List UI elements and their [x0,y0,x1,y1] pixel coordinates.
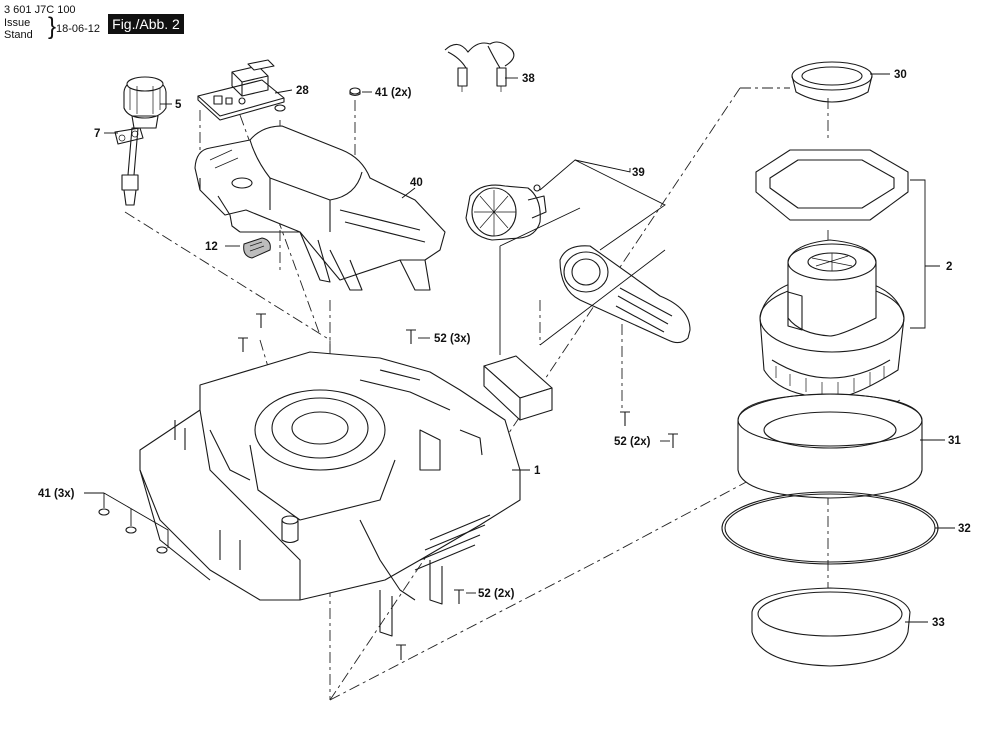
stand-label: Stand [4,29,33,41]
part-5-knob [123,76,167,129]
figure-label: Fig./Abb. 2 [108,14,184,34]
part-39-filter-block [483,355,553,421]
label-part-41-top: 41 (2x) [375,87,412,99]
part-30-ring [791,61,873,103]
part-33-bottom-ring [751,587,911,667]
part-41-nut-top [349,87,361,97]
part-2-motor-assembly [755,149,909,399]
label-part-30: 30 [894,69,907,81]
leader-lines [84,73,955,623]
part-39-duct [559,245,691,344]
part-12-grommet [243,237,271,259]
part-39-fan-cover [465,184,547,241]
label-part-32: 32 [958,523,971,535]
issue-label: Issue [4,17,31,29]
part-52-screws [238,313,678,660]
label-part-52-right: 52 (2x) [614,436,651,448]
part-labels: 5 7 28 41 (2x) 38 30 39 40 12 2 52 (3x) … [38,69,971,629]
label-part-41-left: 41 (3x) [38,488,75,500]
label-part-7: 7 [94,128,100,140]
part-32-gasket [721,491,939,565]
label-part-40: 40 [410,177,423,189]
label-part-52-top: 52 (3x) [434,333,471,345]
label-part-38: 38 [522,73,535,85]
label-part-52-bottom: 52 (2x) [478,588,515,600]
label-part-39: 39 [632,167,645,179]
label-part-5: 5 [175,99,182,111]
part-38-cable [444,41,515,92]
label-part-28: 28 [296,85,309,97]
part-31-foam-ring [737,393,923,499]
part-40-top-cover [194,125,446,291]
header-brace: } [48,13,57,40]
part-1-main-housing [139,351,521,637]
label-part-1: 1 [534,465,541,477]
label-part-33: 33 [932,617,945,629]
issue-date: 18-06-12 [56,23,101,35]
part-28-screw [274,104,286,112]
part-41-nuts-left [98,508,168,554]
drawing-number: 3 601 J7C 100 [4,4,76,16]
label-part-2: 2 [946,261,952,273]
label-part-31: 31 [948,435,961,447]
part-7-shaft [114,127,144,206]
label-part-12: 12 [205,241,218,253]
part-28-pcb [197,59,285,121]
